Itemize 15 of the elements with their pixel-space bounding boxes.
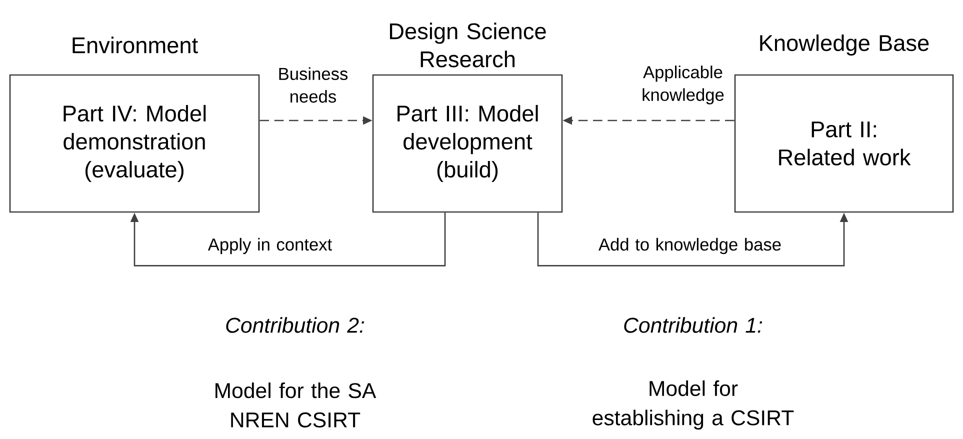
process-box: Part III: Model development (build) [372,74,563,213]
edge-label: Apply in context [208,238,332,254]
edge-label: Applicable knowledge [642,66,724,104]
contribution-heading: Contribution 2: [226,317,364,333]
contribution-heading: Contribution 1: [624,317,762,333]
process-box: Part II: Related work [734,74,954,213]
contribution-text: Model for the SA NREN CSIRT [216,382,376,428]
contribution-text: Model for establishing a CSIRT [592,380,794,430]
heading: Environment [72,36,198,54]
edge-label: Business needs [279,67,348,103]
heading: Knowledge Base [760,34,929,56]
heading: Design Science Research [390,22,546,68]
arrow [130,212,446,266]
edge-label: Add to knowledge base [598,238,781,254]
process-box: Part IV: Model demonstration (evaluate) [9,74,260,213]
